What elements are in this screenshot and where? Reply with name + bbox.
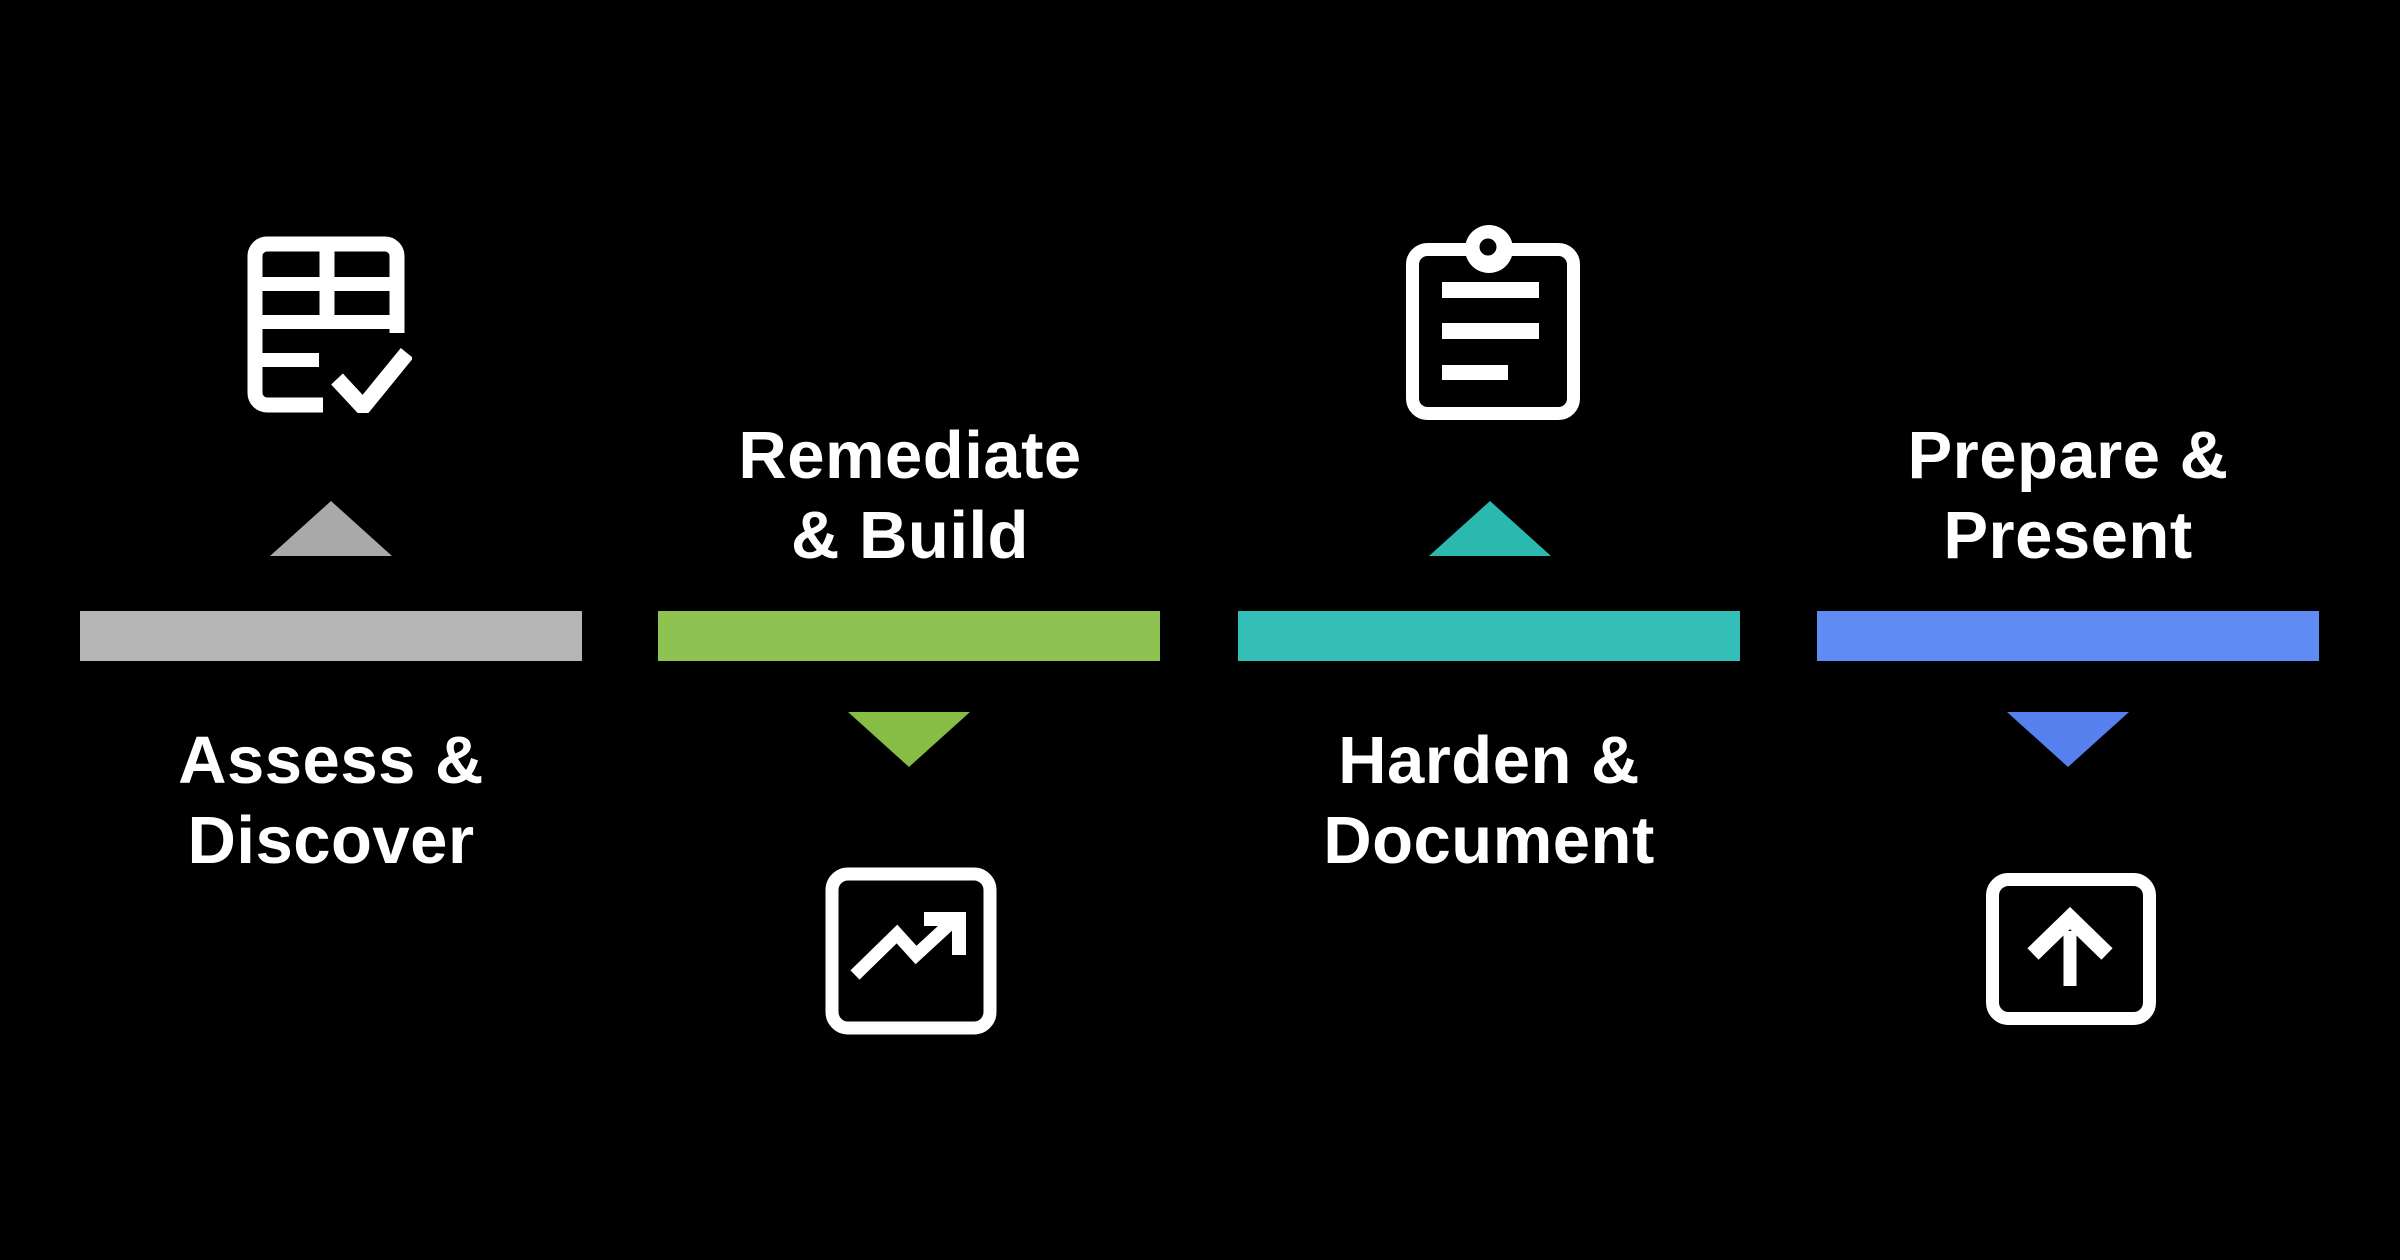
phase-title-line: Discover (187, 803, 475, 878)
phase-title-line: Document (1323, 803, 1655, 878)
phase-title-line: Harden & (1338, 723, 1640, 798)
present-screen-icon (1986, 873, 2156, 1025)
phase-bar (1817, 611, 2319, 661)
down-triangle (2007, 712, 2129, 767)
phase-title-line: Prepare & (1907, 418, 2229, 493)
up-triangle (270, 501, 392, 556)
phase-title: Prepare & Present (1788, 416, 2348, 576)
phase-title-line: & Build (791, 498, 1029, 573)
phase-title-line: Remediate (738, 418, 1082, 493)
up-triangle (1429, 501, 1551, 556)
phase-bar (658, 611, 1160, 661)
phase-title-line: Present (1943, 498, 2193, 573)
phase-title: Harden & Document (1209, 721, 1769, 881)
trend-chart-icon (825, 867, 997, 1035)
table-check-icon (247, 236, 412, 413)
clipboard-icon (1403, 213, 1583, 420)
phase-title: Remediate & Build (630, 416, 1190, 576)
phase-bar (80, 611, 582, 661)
phase-bar (1238, 611, 1740, 661)
phase-title: Assess & Discover (51, 721, 611, 881)
phase-title-line: Assess & (178, 723, 484, 798)
down-triangle (848, 712, 970, 767)
